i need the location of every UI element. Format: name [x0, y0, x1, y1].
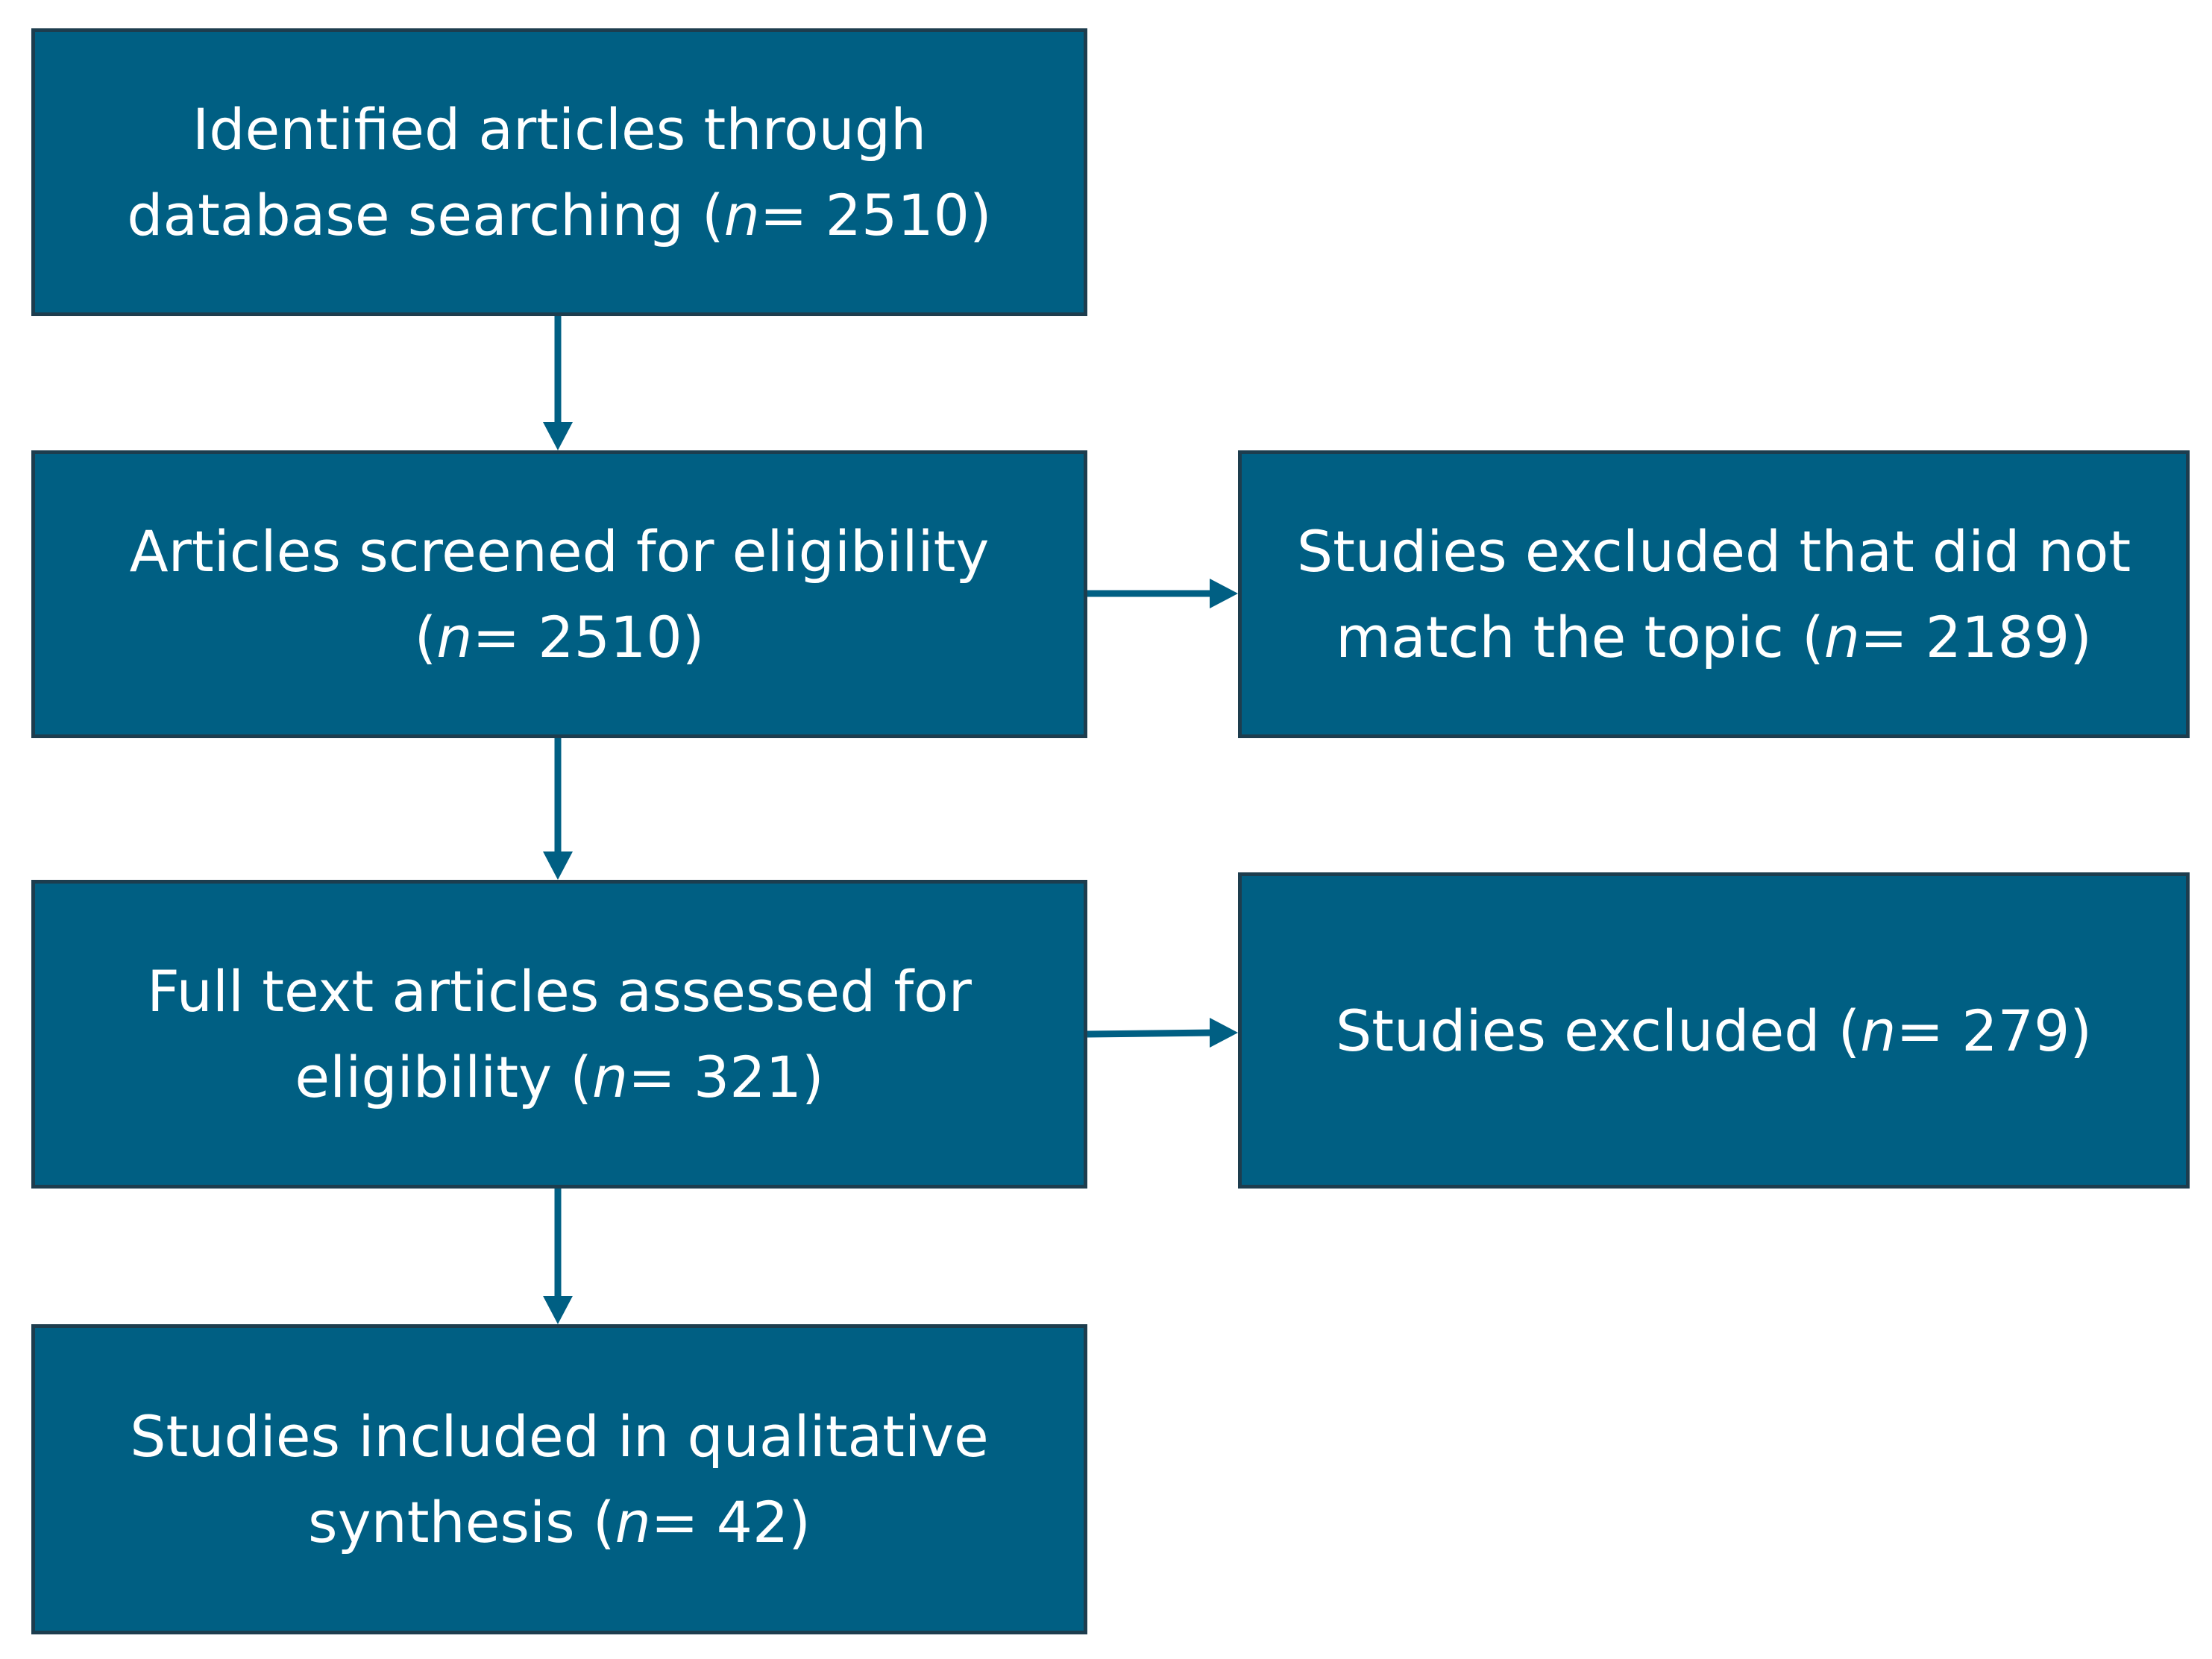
box-included-prefix: synthesis ( — [308, 1489, 615, 1555]
box-full-text-line-2: eligibility (n= 321) — [147, 1034, 972, 1120]
box-articles-screened: Articles screened for eligibility (n= 25… — [31, 450, 1087, 738]
box-full-text-prefix: eligibility ( — [295, 1044, 592, 1110]
arrow-screened-to-full-text — [543, 738, 573, 880]
box-excluded-topic-count: = 2189) — [1859, 604, 2092, 670]
box-identified-prefix: database searching ( — [127, 182, 724, 248]
box-screened-line-1: Articles screened for eligibility — [129, 518, 990, 585]
box-included-line-1: Studies included in qualitative — [130, 1403, 989, 1470]
box-excluded-topic-line-2: match the topic (n= 2189) — [1297, 594, 2131, 680]
box-included-n-label: n — [615, 1489, 651, 1555]
box-included-count: = 42) — [650, 1489, 811, 1555]
box-identified-line-2: database searching (n= 2510) — [127, 172, 991, 258]
box-excluded-prefix: Studies excluded ( — [1336, 997, 1861, 1064]
box-identified-count: = 2510) — [759, 182, 992, 248]
arrow-identified-to-screened — [543, 316, 573, 450]
box-excluded-n-label: n — [1860, 997, 1897, 1064]
box-screened-prefix: ( — [414, 604, 437, 670]
arrow-screened-to-excluded-topic — [1087, 579, 1238, 608]
box-full-text-count: = 321) — [628, 1044, 824, 1110]
box-full-text-n-label: n — [591, 1044, 629, 1110]
box-excluded-topic-prefix: match the topic ( — [1336, 604, 1824, 670]
box-excluded-topic-line-1: Studies excluded that did not — [1296, 518, 2131, 585]
box-excluded-line-1: Studies excluded (n= 279) — [1336, 988, 2092, 1074]
box-screened-n-label: n — [436, 604, 473, 670]
box-screened-count: = 2510) — [472, 604, 705, 670]
arrow-full-text-to-excluded — [1087, 1018, 1238, 1048]
box-identified-articles: Identified articles through database sea… — [31, 28, 1087, 316]
box-excluded-topic-n-label: n — [1823, 604, 1860, 670]
box-identified-n-label: n — [723, 182, 760, 248]
box-included-line-2: synthesis (n= 42) — [130, 1479, 989, 1565]
box-studies-excluded-topic: Studies excluded that did not match the … — [1238, 450, 2190, 738]
box-studies-included: Studies included in qualitative synthesi… — [31, 1324, 1087, 1634]
box-excluded-count: = 279) — [1896, 997, 2092, 1064]
box-identified-line-1: Identified articles through — [192, 96, 927, 163]
box-full-text-assessed: Full text articles assessed for eligibil… — [31, 880, 1087, 1189]
box-screened-line-2: (n= 2510) — [130, 594, 990, 680]
box-full-text-line-1: Full text articles assessed for — [147, 958, 972, 1024]
box-studies-excluded: Studies excluded (n= 279) — [1238, 872, 2190, 1189]
arrow-full-text-to-included — [543, 1189, 573, 1324]
